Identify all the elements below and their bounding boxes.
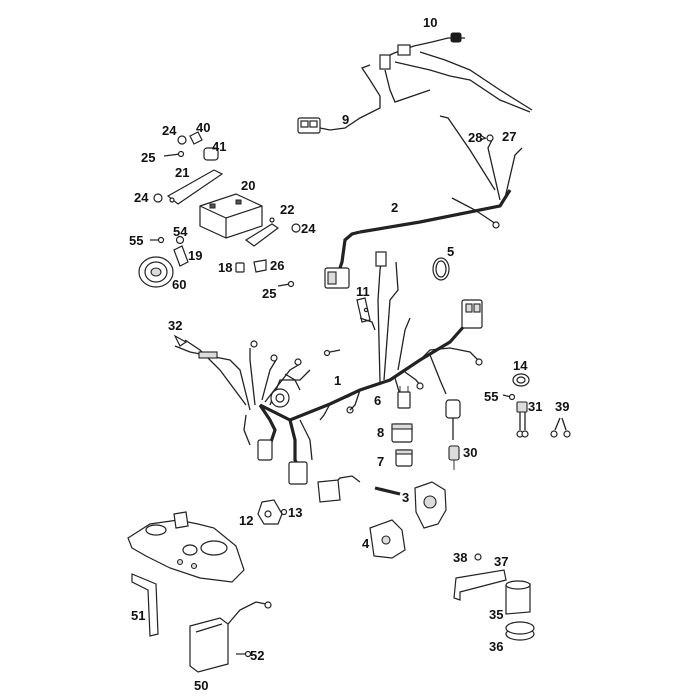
part-40-41-holder [189,131,219,161]
part-19-bracket [173,245,189,267]
part-25-screw-a [163,150,185,158]
callout-8: 8 [377,425,384,440]
callout-6: 6 [374,393,381,408]
callout-32: 32 [168,318,182,333]
callout-50: 50 [194,678,208,693]
callout-24-b: 24 [134,190,149,205]
callout-37: 37 [494,554,508,569]
part-20-battery [199,193,263,239]
callout-27: 27 [502,129,516,144]
callout-5: 5 [447,244,454,259]
part-24-nut-c [291,223,301,233]
callout-2: 2 [391,200,398,215]
part-14-clamp [512,373,530,387]
part-60-horn [138,256,174,288]
part-9-cable [297,64,431,134]
callout-39: 39 [555,399,569,414]
part-10-cable [379,32,533,113]
callout-30: 30 [463,445,477,460]
part-26-clip [253,259,267,273]
part-32-connector [173,334,188,347]
part-51-bracket [131,573,159,637]
part-24-nut-a [177,135,187,145]
part-25-screw-b [277,280,295,288]
callout-13: 13 [288,505,302,520]
part-38-screw [474,553,482,561]
part-4-switch-housing [369,519,406,559]
callout-36: 36 [489,639,503,654]
part-1-main-harness [174,251,483,485]
part-11-bracket [356,297,371,323]
callout-38: 38 [453,550,467,565]
part-6-relay [397,386,411,409]
callout-18: 18 [218,260,232,275]
part-35-condenser [505,580,531,615]
callout-60: 60 [172,277,186,292]
callout-3: 3 [402,490,409,505]
callout-41: 41 [212,139,226,154]
callout-52: 52 [250,648,264,663]
callout-24-a: 24 [162,123,177,138]
callout-4: 4 [362,536,370,551]
callout-28: 28 [468,130,482,145]
part-50-regulator [189,601,272,673]
callout-25-b: 25 [262,286,276,301]
part-7-relay [395,449,413,467]
callout-40: 40 [196,120,210,135]
part-55-screw-b [502,393,516,401]
part-2-cable [324,115,523,289]
part-31-cable [516,401,529,438]
callout-26: 26 [270,258,284,273]
part-18-clip [235,262,245,273]
callout-12: 12 [239,513,253,528]
callout-55-a: 55 [129,233,143,248]
callout-9: 9 [342,112,349,127]
callout-55-b: 55 [484,389,498,404]
part-22-bracket [244,217,280,247]
callout-11: 11 [356,284,370,299]
part-54-nut [175,235,185,245]
part-30-sensor [445,399,461,470]
callout-24-c: 24 [301,221,316,236]
callout-labels: 10 9 28 27 2 5 11 1 6 8 7 30 14 55 31 39… [129,15,569,693]
callout-10: 10 [423,15,437,30]
part-12-bracket [257,499,283,525]
part-28-27 [479,134,494,142]
callout-51: 51 [131,608,145,623]
part-52-screw [236,650,252,658]
callout-22: 22 [280,202,294,217]
callout-7: 7 [377,454,384,469]
part-37-bracket [453,569,507,601]
part-8-relay [391,423,413,443]
part-3-switch [317,475,447,529]
callout-14: 14 [513,358,528,373]
part-55-screw-a [150,236,165,244]
part-13-screw [280,508,288,516]
callout-25-a: 25 [141,150,155,165]
part-5-cable-tie [432,257,450,281]
callout-21: 21 [175,165,189,180]
callout-31: 31 [528,399,542,414]
triple-clamp [127,511,245,583]
part-24-nut-b [153,193,163,203]
callout-1: 1 [334,373,341,388]
part-36-ring [505,621,535,641]
part-39-cable [550,417,571,438]
callout-35: 35 [489,607,503,622]
callout-54: 54 [173,224,188,239]
part-21-bracket [166,169,224,205]
callout-19: 19 [188,248,202,263]
callout-20: 20 [241,178,255,193]
